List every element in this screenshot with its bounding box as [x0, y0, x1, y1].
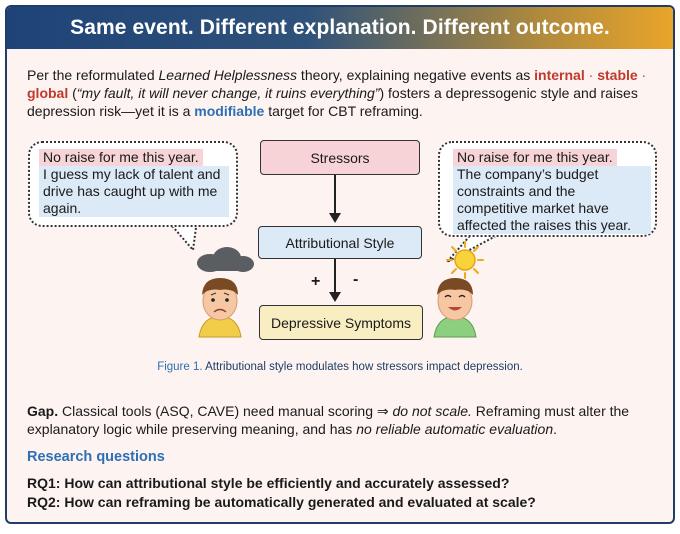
depressive-symptoms-box: Depressive Symptoms [259, 305, 423, 340]
research-question-1: RQ1: How can attributional style be effi… [27, 475, 510, 491]
theory-name: Learned Helplessness [158, 67, 298, 83]
attributional-style-label: Attributional Style [285, 234, 395, 251]
intro-quote: “my fault, it will never change, it ruin… [76, 85, 380, 101]
gap-emphasis: no reliable automatic evaluation [356, 421, 554, 437]
stressors-label: Stressors [310, 149, 370, 166]
research-question-2: RQ2: How can reframing be automatically … [27, 494, 536, 510]
gap-text: Classical tools (ASQ, CAVE) need manual … [58, 403, 393, 419]
separator-dot: · [637, 67, 647, 83]
gap-text: . [553, 421, 557, 437]
gap-emphasis: do not scale. [392, 403, 472, 419]
left-bubble-headline: No raise for me this year. [39, 149, 203, 166]
intro-paragraph: Per the reformulated Learned Helplessnes… [27, 66, 663, 120]
gap-label: Gap. [27, 403, 59, 419]
left-bubble-tail [166, 219, 198, 253]
intro-text: ) fosters a depressogenic style and rais… [27, 85, 638, 119]
figure-caption: Figure 1. Attributional style modulates … [7, 361, 673, 373]
flow-arrows [329, 170, 341, 302]
optimistic-speech-bubble: No raise for me this year. The company’s… [438, 141, 657, 237]
term-global: global [27, 85, 69, 101]
depressive-symptoms-label: Depressive Symptoms [270, 314, 412, 331]
poster-card: Same event. Different explanation. Diffe… [5, 5, 675, 524]
sad-person-icon [198, 278, 242, 338]
attributional-style-box: Attributional Style [258, 226, 422, 259]
banner-title: Same event. Different explanation. Diffe… [70, 16, 610, 39]
happy-person-icon [433, 278, 477, 338]
intro-text: theory, explaining negative events as [297, 67, 535, 83]
intro-text: target for CBT reframing. [264, 103, 423, 119]
storm-cloud-icon [197, 247, 254, 272]
stressors-box: Stressors [260, 140, 420, 175]
minus-sign: - [353, 271, 359, 288]
figure-caption-text: Attributional style modulates how stress… [202, 361, 523, 373]
sun-icon [446, 241, 484, 279]
intro-text: Per the reformulated [27, 67, 159, 83]
pessimistic-speech-bubble: No raise for me this year. I guess my la… [28, 141, 238, 227]
intro-text: ( [68, 85, 77, 101]
plus-sign: + [311, 273, 321, 290]
gap-paragraph: Gap. Classical tools (ASQ, CAVE) need ma… [27, 402, 667, 438]
term-modifiable: modifiable [194, 103, 265, 119]
separator-dot: · [584, 67, 598, 83]
gap-text: Reframing must alter the explanatory log… [27, 403, 630, 437]
left-bubble-explanation: I guess my lack of talent and drive has … [39, 166, 229, 217]
diagram-drawing [166, 170, 508, 338]
right-bubble-headline: No raise for me this year. [453, 149, 617, 166]
figure-label: Figure 1. [157, 361, 203, 373]
right-bubble-explanation: The company’s budget constraints and the… [453, 166, 651, 234]
title-banner: Same event. Different explanation. Diffe… [7, 7, 673, 49]
research-questions-heading: Research questions [27, 449, 165, 465]
term-stable: stable [597, 67, 638, 83]
term-internal: internal [534, 67, 585, 83]
